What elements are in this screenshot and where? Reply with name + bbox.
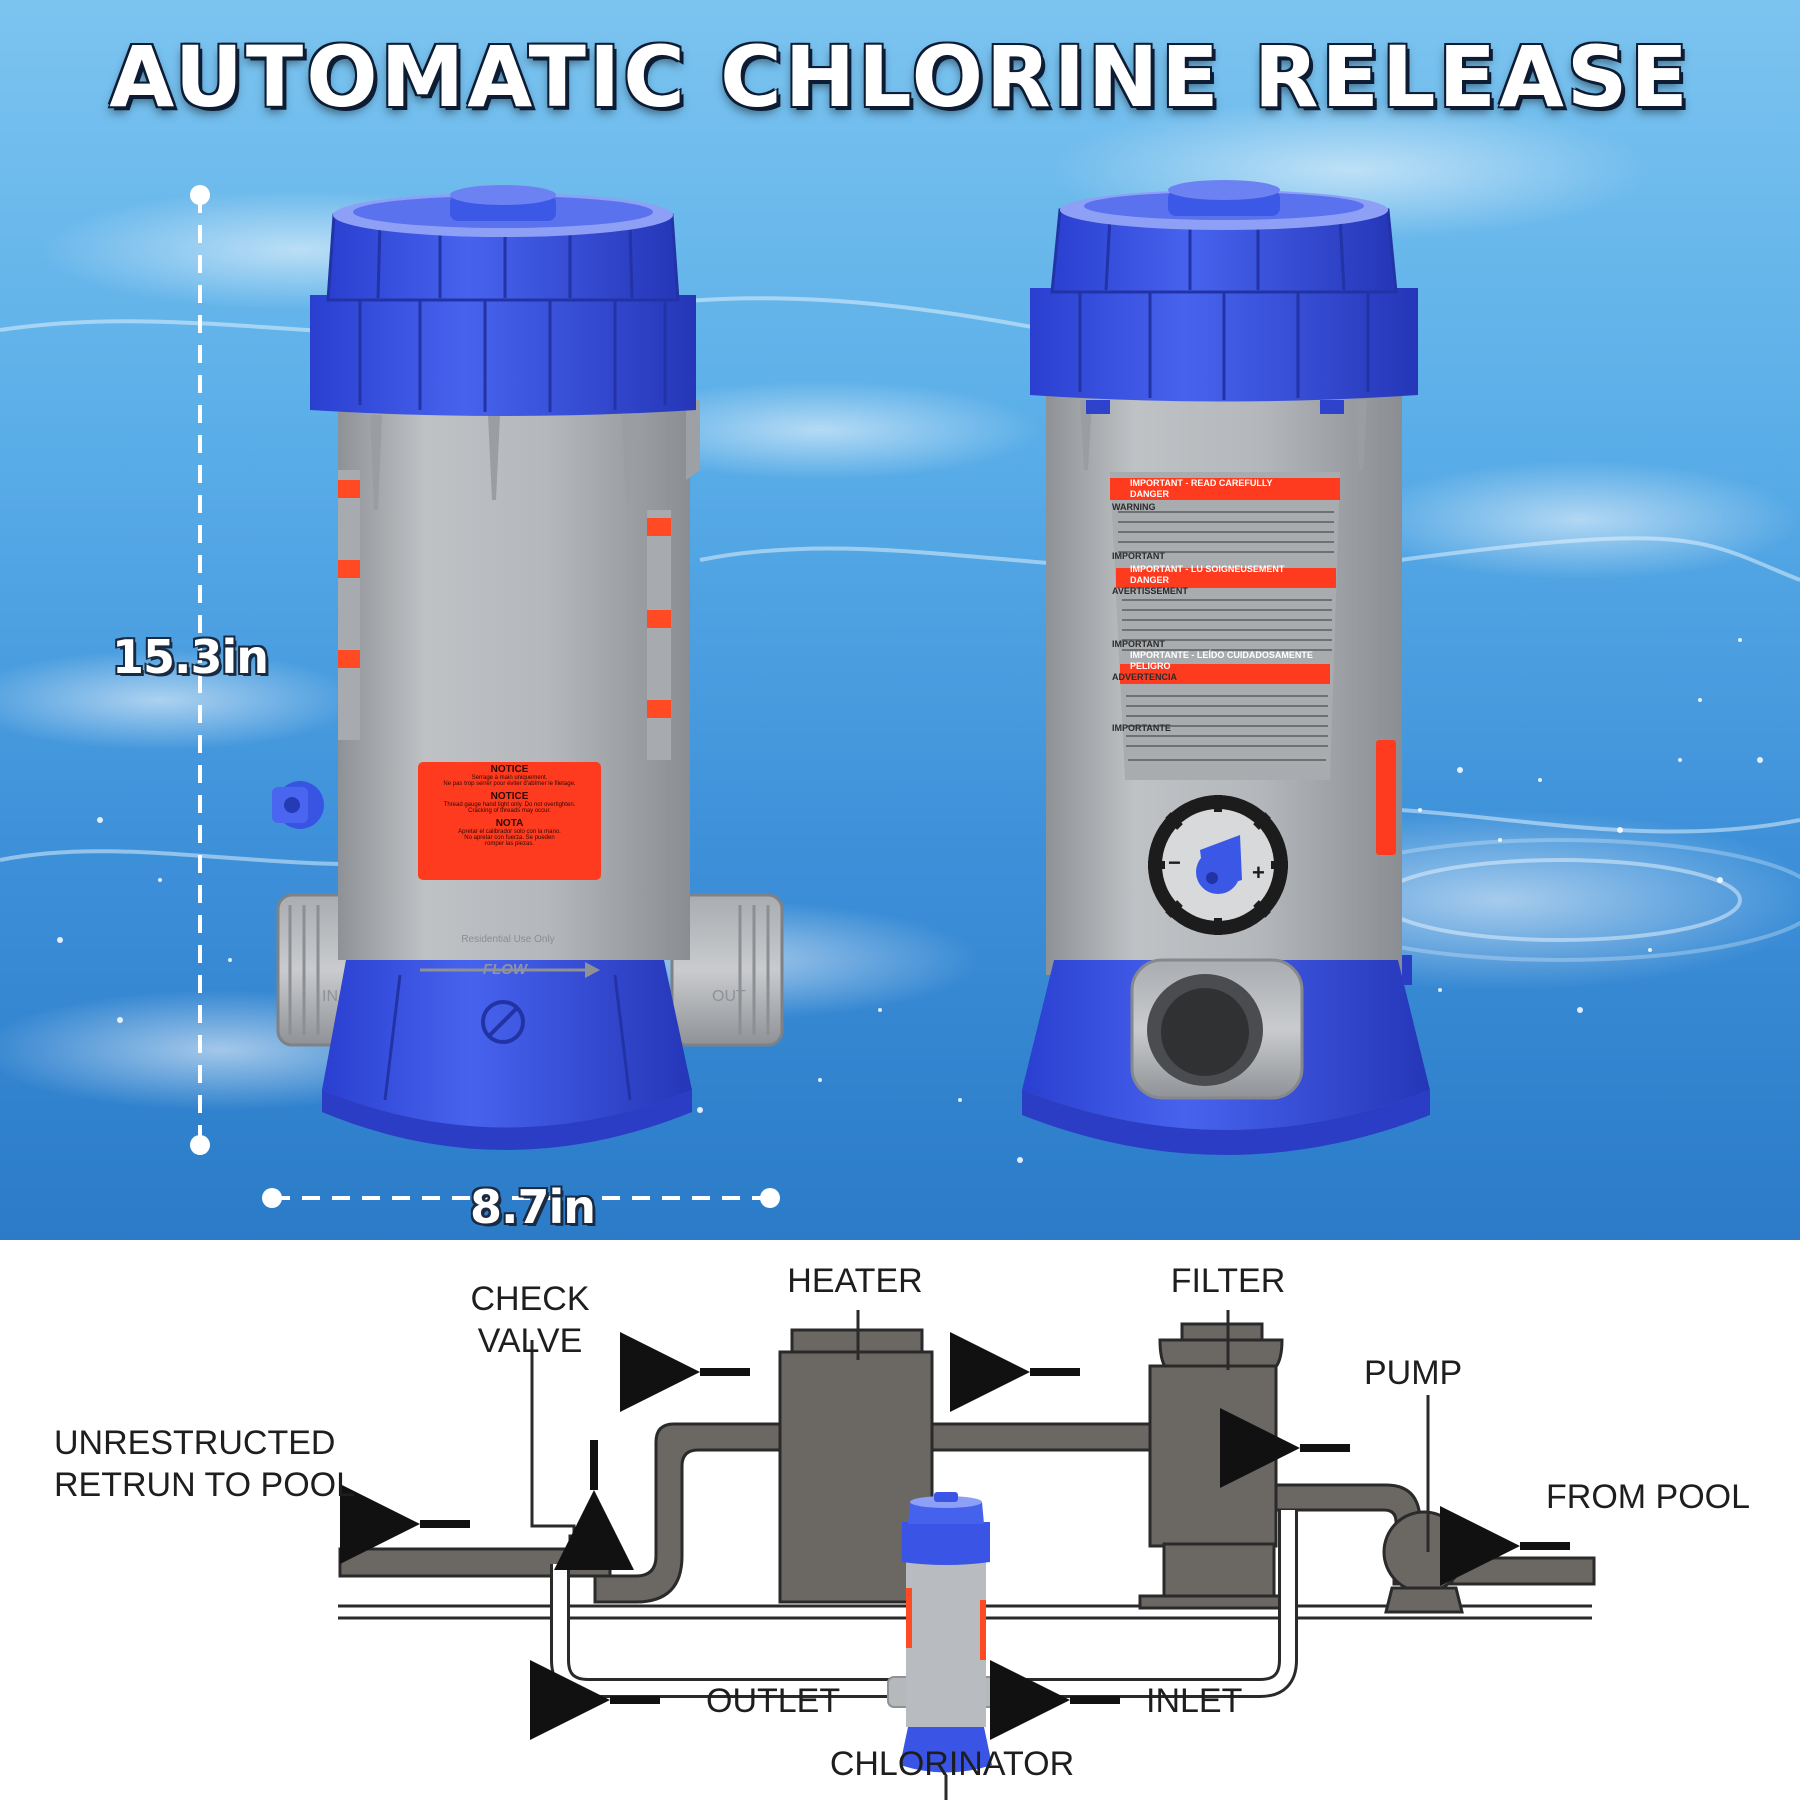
filter <box>1138 1322 1284 1610</box>
plumbing-diagram-panel: HEATER FILTER CHECK VALVE PUMP UNRESTRUC… <box>0 1240 1800 1800</box>
pump-label: PUMP <box>1364 1354 1463 1392</box>
return-to-pool-label-line: UNRESTRUCTED <box>54 1424 336 1462</box>
notice-line: Cracking of threads may occur. <box>468 808 551 814</box>
drain-knob <box>272 781 324 829</box>
headline: AUTOMATIC CHLORINE RELEASE <box>109 28 1691 126</box>
return-to-pool-label: UNRESTRUCTED RETRUN TO POOL <box>54 1422 355 1506</box>
warning-line: PELIGRO <box>1130 661 1171 671</box>
height-dimension-line <box>190 185 210 1155</box>
width-dimension-label: 8.7in <box>470 1180 596 1234</box>
pump <box>1382 1510 1466 1614</box>
warning-line: WARNING <box>1112 502 1156 512</box>
residential-use-text: Residential Use Only <box>461 934 555 945</box>
warning-line: AVERTISSEMENT <box>1112 586 1188 596</box>
height-dimension-label: 15.3in <box>112 630 269 684</box>
from-pool-label: FROM POOL <box>1546 1478 1751 1516</box>
check-valve <box>568 1534 594 1564</box>
main-pipe <box>338 1422 1596 1604</box>
outlet-port <box>670 893 784 1047</box>
plumbing-diagram <box>338 1310 1596 1800</box>
notice-line: Ne pas trop serrer pour éviter d'abîmer … <box>443 781 576 787</box>
notice-line: Thread gauge hand tight only. Do not ove… <box>443 802 576 808</box>
chlorinator-label: CHLORINATOR <box>829 1745 1075 1783</box>
warning-label <box>1110 472 1340 780</box>
heater-label: HEATER <box>787 1262 923 1300</box>
notice-line: No apretar con fuerza. Se pueden <box>464 835 555 841</box>
product-photo-panel: NOTICE Serrage à main uniquement. Ne pas… <box>0 0 1800 1240</box>
return-to-pool-label-line: RETRUN TO POOL <box>54 1466 356 1504</box>
check-valve-label: CHECK VALVE <box>450 1278 610 1362</box>
check-valve-label-line: CHECK <box>470 1280 590 1318</box>
notice-title: NOTICE <box>490 791 529 802</box>
width-dimension-line <box>262 1188 780 1208</box>
notice-label <box>418 762 601 880</box>
filter-label: FILTER <box>1170 1262 1286 1300</box>
chlorinator-front-view <box>1022 180 1430 1155</box>
warning-line: DANGER <box>1130 575 1170 585</box>
notice-label-text: NOTICE Serrage à main uniquement. Ne pas… <box>418 764 601 847</box>
warning-line: IMPORTANT <box>1112 639 1165 649</box>
outlet-port-text: OUT <box>712 988 746 1005</box>
warning-line: IMPORTANT - LU SOIGNEUSEMENT <box>1130 564 1285 574</box>
warning-line: DANGER <box>1130 489 1170 499</box>
notice-title: NOTA <box>495 818 524 829</box>
inlet-label: INLET <box>1146 1682 1243 1720</box>
dial-plus-text: + <box>1252 860 1265 885</box>
flow-arrows <box>340 1332 1570 1740</box>
warning-label-text: IMPORTANT - READ CAREFULLY DANGER WARNIN… <box>1112 478 1342 734</box>
outlet-label: OUTLET <box>706 1682 841 1720</box>
warning-line: IMPORTANTE - LEÍDO CUIDADOSAMENTE <box>1130 650 1313 660</box>
notice-line: Serrage à main uniquement. <box>471 775 548 781</box>
inlet-port-text: IN <box>322 988 338 1005</box>
dial-minus-text: − <box>1168 850 1181 875</box>
chlorinator <box>887 1492 1005 1773</box>
front-port <box>1130 958 1304 1100</box>
check-valve-label-line: VALVE <box>477 1322 583 1360</box>
flow-dial <box>1148 795 1288 935</box>
notice-title: NOTICE <box>490 764 529 775</box>
warning-line: IMPORTANT <box>1112 551 1165 561</box>
flow-text: FLOW <box>482 961 528 978</box>
warning-line: IMPORTANT - READ CAREFULLY <box>1130 478 1273 488</box>
notice-line: Apretar el calibrador solo con la mano. <box>458 829 561 835</box>
water-background <box>0 0 1800 1240</box>
warning-line: ADVERTENCIA <box>1112 672 1178 682</box>
notice-line: romper las piezas. <box>484 841 535 847</box>
warning-line: IMPORTANTE <box>1112 723 1171 733</box>
flow-arrow <box>420 962 600 978</box>
